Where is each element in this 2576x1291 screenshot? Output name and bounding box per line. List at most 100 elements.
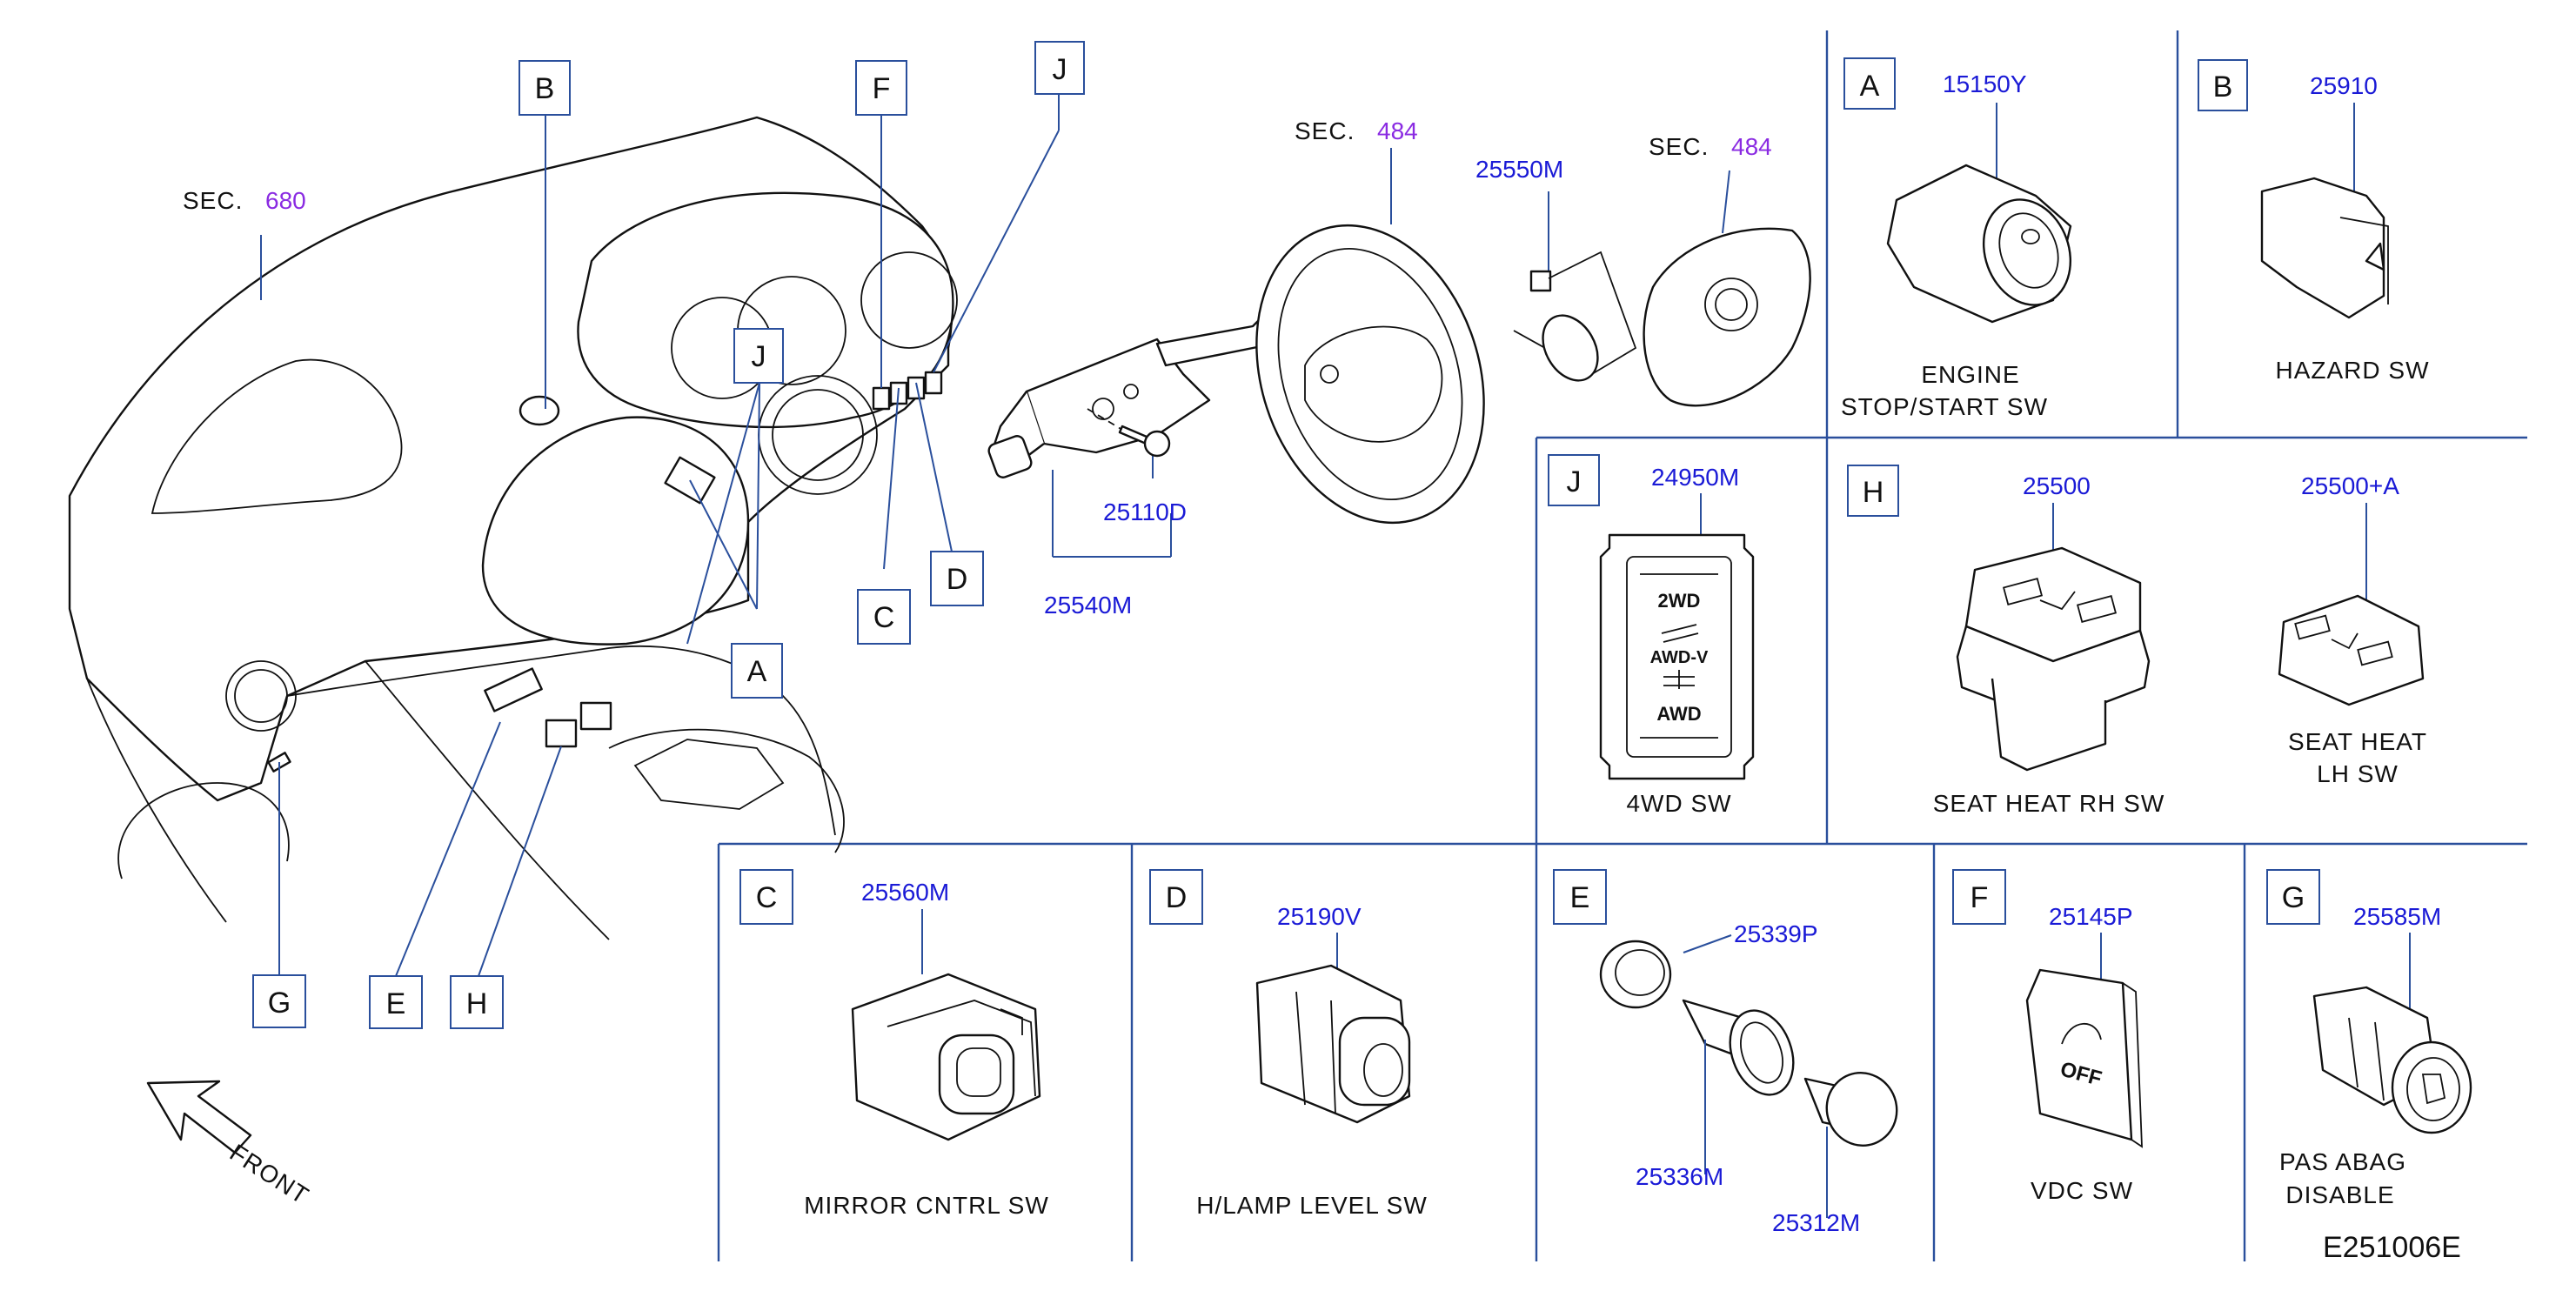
airbag-harness	[1513, 251, 1637, 382]
diagram-code: E251006E	[2323, 1231, 2461, 1264]
switch-label-2wd: 2WD	[1658, 590, 1701, 612]
callout-e: E	[369, 975, 423, 1029]
lower-dash	[286, 645, 836, 836]
part-number: 25145P	[2049, 903, 2133, 930]
part-number: 25910	[2310, 72, 2378, 99]
panel-letter-box	[2266, 869, 2320, 925]
seat-heat-lh-switch	[2278, 594, 2425, 706]
left-vent	[225, 660, 297, 732]
panel-letter-box	[2198, 59, 2248, 111]
part-name-line: STOP/START SW	[1841, 393, 2048, 420]
panel-c: C 25560M MIRROR CNTRL SW	[739, 869, 1049, 1219]
switch-f-small	[872, 386, 891, 411]
panel-e: E 25339P 25336M 25312M	[1553, 869, 1898, 1236]
plug-cap	[1803, 1072, 1898, 1147]
callout-d: D	[930, 551, 984, 606]
panel-letter-box	[1847, 465, 1899, 517]
part-name-line: SEAT HEAT RH SW	[1933, 790, 2165, 817]
panel-letter-box	[1548, 454, 1600, 506]
left-vent-inner	[234, 669, 288, 723]
dash-lower-lines	[86, 660, 610, 940]
headlamp-level-switch	[1255, 964, 1411, 1124]
svg-text:C: C	[756, 881, 778, 914]
callout-b: B	[519, 60, 571, 116]
svg-text:J: J	[752, 340, 766, 373]
switch-j-small	[924, 371, 943, 395]
driver-airbag	[1643, 227, 1811, 407]
callout-g: G	[252, 974, 306, 1028]
part-name-line: H/LAMP LEVEL SW	[1196, 1192, 1428, 1219]
callout-j-dash: J	[733, 328, 784, 384]
callout-c: C	[857, 589, 911, 645]
front-arrow: FRONT	[146, 1080, 314, 1209]
panel-letter-box	[1952, 869, 2006, 925]
cluster-hood	[577, 191, 954, 429]
part-name-line: LH SW	[2317, 760, 2399, 787]
part-number: 15150Y	[1943, 70, 2027, 97]
shifter-opening	[633, 739, 785, 810]
switch-label-awd-v: AWD-V	[1650, 648, 1709, 667]
svg-text:F: F	[1970, 881, 1989, 914]
svg-text:C: C	[873, 601, 895, 634]
svg-text:J: J	[1053, 53, 1067, 86]
panel-h: H 25500 SEAT HEAT RH SW 25500+A SEAT HEA…	[1847, 465, 2427, 817]
section-number: 484	[1377, 117, 1418, 144]
screw	[1118, 425, 1171, 458]
part-name-line: PAS ABAG	[2279, 1148, 2406, 1175]
seat-heat-small-2	[579, 701, 612, 731]
4wd-switch: 2WD AWD-V AWD	[1599, 533, 1755, 780]
part-name-line: VDC SW	[2031, 1177, 2133, 1204]
svg-text:E: E	[1570, 881, 1590, 914]
defroster-vent	[151, 358, 403, 514]
callout-a: A	[731, 643, 783, 699]
svg-text:A: A	[1860, 70, 1880, 103]
section-label: SEC.	[1295, 117, 1355, 144]
part-number-25110d: 25110D	[1103, 498, 1187, 525]
svg-text:H: H	[1863, 476, 1884, 509]
svg-text:E: E	[386, 987, 406, 1020]
part-number: 25336M	[1636, 1163, 1723, 1190]
overview-leaders	[260, 93, 1730, 977]
part-number-2: 25500+A	[2301, 472, 2399, 499]
svg-text:D: D	[947, 563, 968, 596]
steering-wheel	[1255, 224, 1485, 525]
part-number: 25500	[2023, 472, 2091, 499]
svg-text:G: G	[268, 987, 291, 1020]
panel-letter-box	[1149, 869, 1203, 925]
engine-start-switch	[1886, 164, 2072, 324]
part-number: 25560M	[861, 879, 949, 906]
part-name-line: ENGINE	[1921, 361, 2019, 388]
part-number: 25312M	[1772, 1209, 1860, 1236]
seat-heat-small-1	[545, 719, 578, 748]
panel-g: G 25585M PAS ABAG DISABLE	[2266, 869, 2472, 1208]
dashboard-overview	[68, 116, 958, 940]
svg-text:J: J	[1567, 465, 1582, 498]
svg-text:B: B	[535, 72, 555, 105]
section-label: SEC.	[1649, 133, 1709, 160]
hazard-switch	[2260, 177, 2389, 319]
side-vent	[117, 782, 290, 880]
panel-j: J 24950M 2WD AWD-V AWD 4WD SW	[1548, 454, 1755, 817]
hazard-switch-small	[519, 395, 560, 426]
section-ref-484-wheel: SEC. 484	[1295, 117, 1418, 144]
callout-f: F	[855, 60, 907, 116]
console-top	[608, 728, 845, 853]
svg-text:F: F	[873, 72, 891, 105]
part-number: 25190V	[1277, 903, 1362, 930]
panel-letter-box	[1843, 57, 1896, 110]
panel-letter-box	[739, 869, 793, 925]
panel-grid	[717, 30, 2527, 1261]
abag-disable-switch	[2312, 986, 2472, 1134]
section-ref-680: SEC. 680	[183, 187, 306, 214]
section-number: 680	[265, 187, 306, 214]
gauge-right	[860, 251, 958, 349]
panel-d: D 25190V H/LAMP LEVEL SW	[1149, 869, 1428, 1219]
panel-b: B 25910 HAZARD SW	[2198, 59, 2429, 384]
part-name-line: SEAT HEAT	[2288, 728, 2427, 755]
center-vent-inner	[772, 389, 864, 481]
seat-heat-rh-switch	[1956, 546, 2151, 772]
part-name-line: MIRROR CNTRL SW	[804, 1192, 1049, 1219]
part-number: 24950M	[1651, 464, 1739, 491]
section-number: 484	[1731, 133, 1772, 160]
